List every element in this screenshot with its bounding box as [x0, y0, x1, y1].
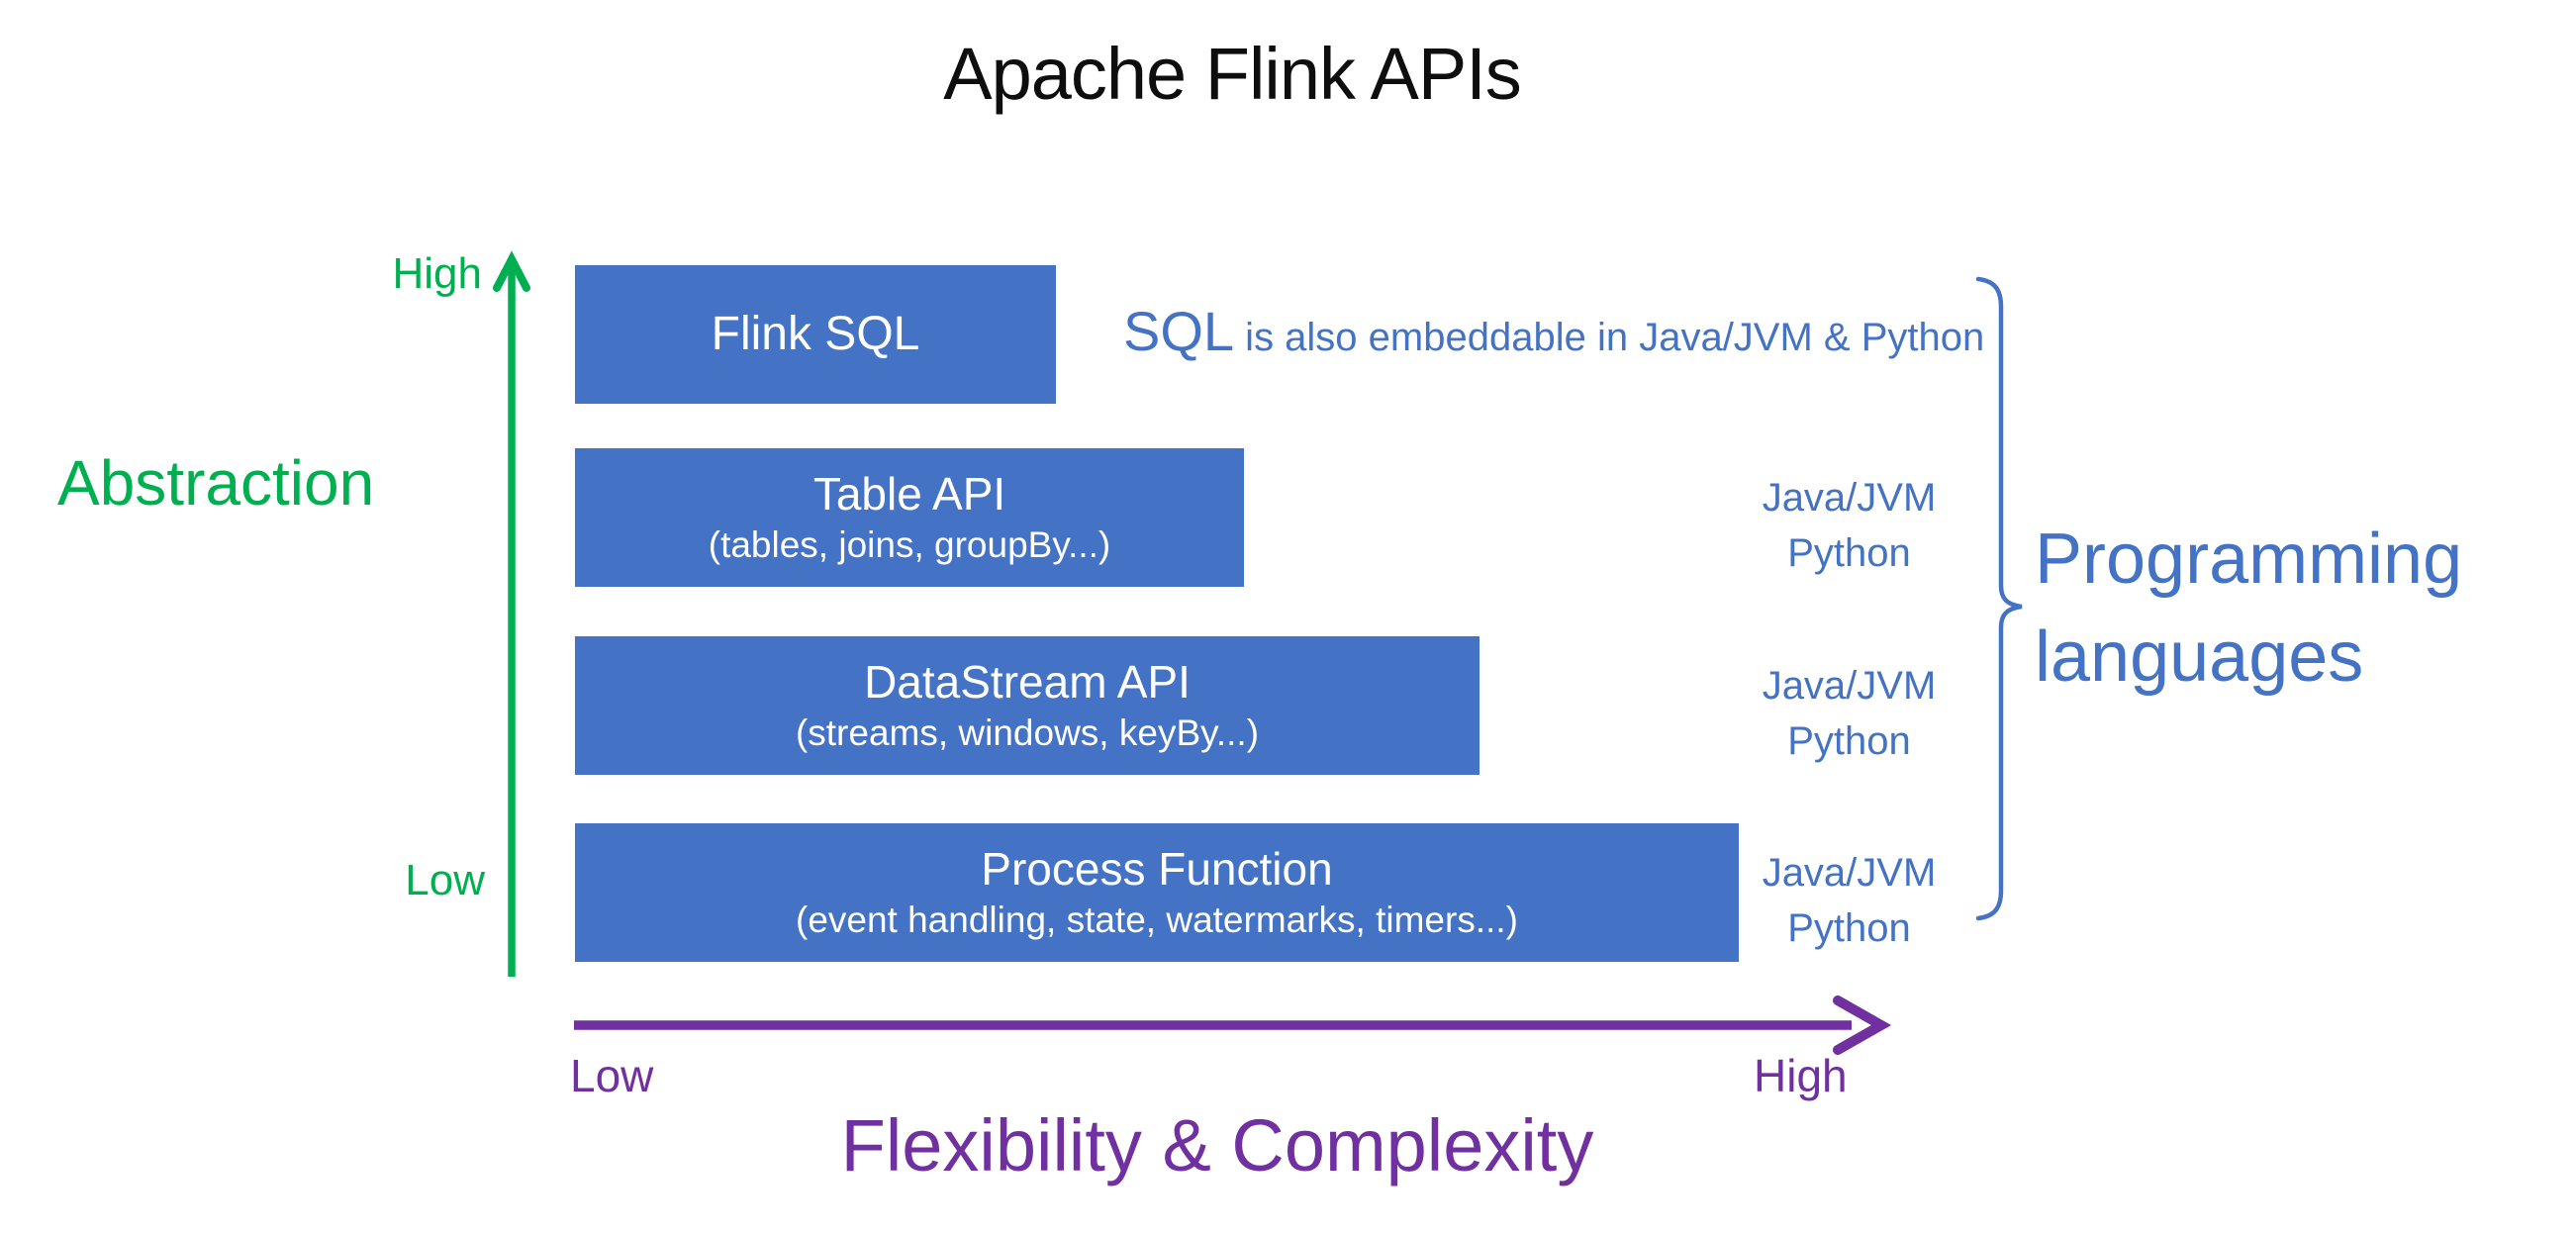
abstraction-axis-label: Abstraction — [57, 447, 375, 519]
layer-title: Flink SQL — [711, 308, 920, 360]
flexibility-high-label: High — [1754, 1050, 1848, 1101]
sql-note-rest: is also embeddable in Java/JVM & Python — [1234, 316, 1985, 359]
layer-subtitle: (streams, windows, keyBy...) — [795, 712, 1260, 753]
java-jvm-label: Java/JVM — [1762, 851, 1937, 895]
flexibility-right-arrow-icon — [574, 996, 1892, 1055]
layer-subtitle: (event handling, state, watermarks, time… — [796, 900, 1518, 940]
programming-languages-label: Programming languages — [2035, 520, 2463, 697]
language-label-datastream-api: Java/JVM Python — [1748, 658, 1951, 769]
layer-title: Process Function — [981, 843, 1333, 895]
abstraction-up-arrow-icon — [493, 250, 530, 977]
layer-title: DataStream API — [864, 656, 1191, 708]
java-jvm-label: Java/JVM — [1762, 664, 1937, 708]
sql-embeddable-note: SQL is also embeddable in Java/JVM & Pyt… — [1123, 299, 1984, 363]
layer-bar-datastream-api: DataStream API (streams, windows, keyBy.… — [575, 636, 1479, 775]
curly-brace-icon — [1975, 276, 2023, 921]
python-label: Python — [1787, 531, 1911, 575]
layer-subtitle: (tables, joins, groupBy...) — [708, 524, 1111, 565]
sql-note-lead: SQL — [1123, 300, 1235, 362]
java-jvm-label: Java/JVM — [1762, 476, 1937, 520]
layer-bar-flink-sql: Flink SQL — [575, 265, 1056, 404]
layer-title: Table API — [812, 468, 1006, 520]
language-label-table-api: Java/JVM Python — [1748, 470, 1951, 581]
abstraction-low-label: Low — [405, 856, 485, 904]
language-label-process-function: Java/JVM Python — [1748, 845, 1951, 956]
flexibility-low-label: Low — [570, 1050, 654, 1101]
abstraction-high-label: High — [392, 249, 483, 298]
layer-bar-table-api: Table API (tables, joins, groupBy...) — [575, 448, 1244, 587]
flexibility-axis-label: Flexibility & Complexity — [840, 1104, 1594, 1186]
python-label: Python — [1787, 906, 1911, 950]
page-title: Apache Flink APIs — [943, 33, 1522, 115]
python-label: Python — [1787, 719, 1911, 763]
layer-bar-process-function: Process Function (event handling, state,… — [575, 823, 1739, 962]
